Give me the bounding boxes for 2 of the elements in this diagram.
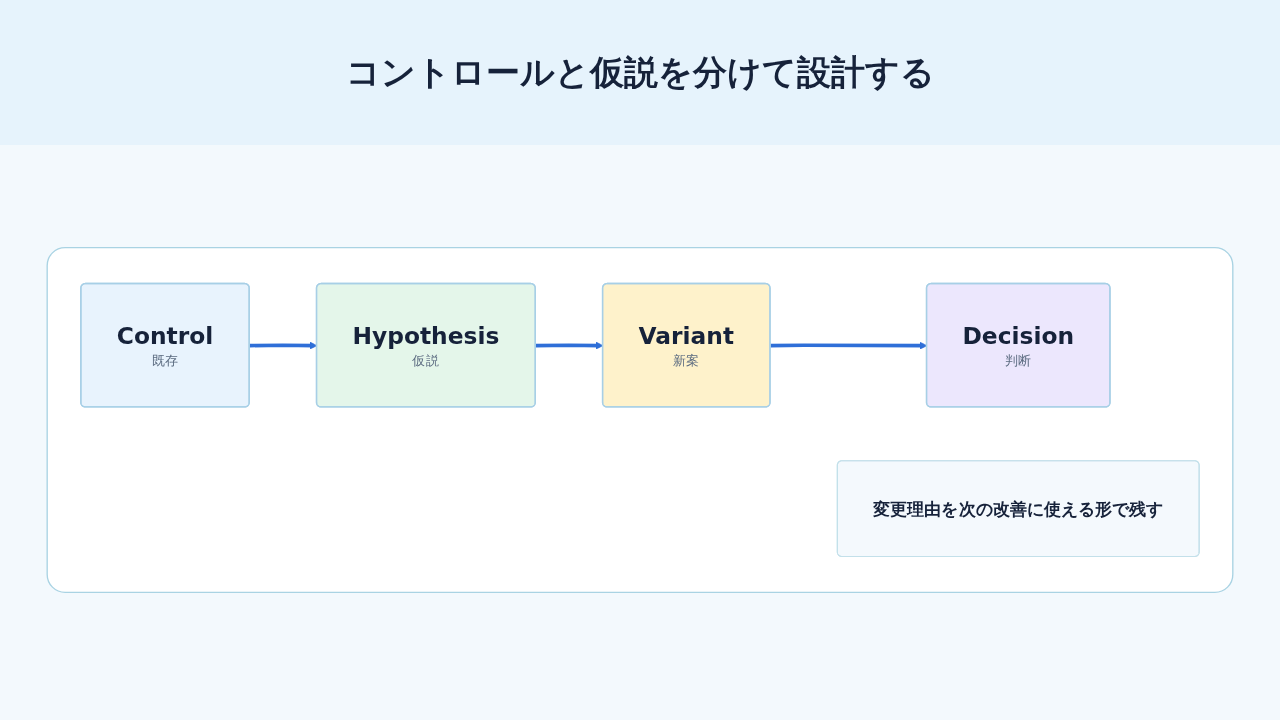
cluster bbox=[46, 246, 1234, 594]
title: コントロールと仮説を分けて設計する bbox=[344, 51, 936, 94]
